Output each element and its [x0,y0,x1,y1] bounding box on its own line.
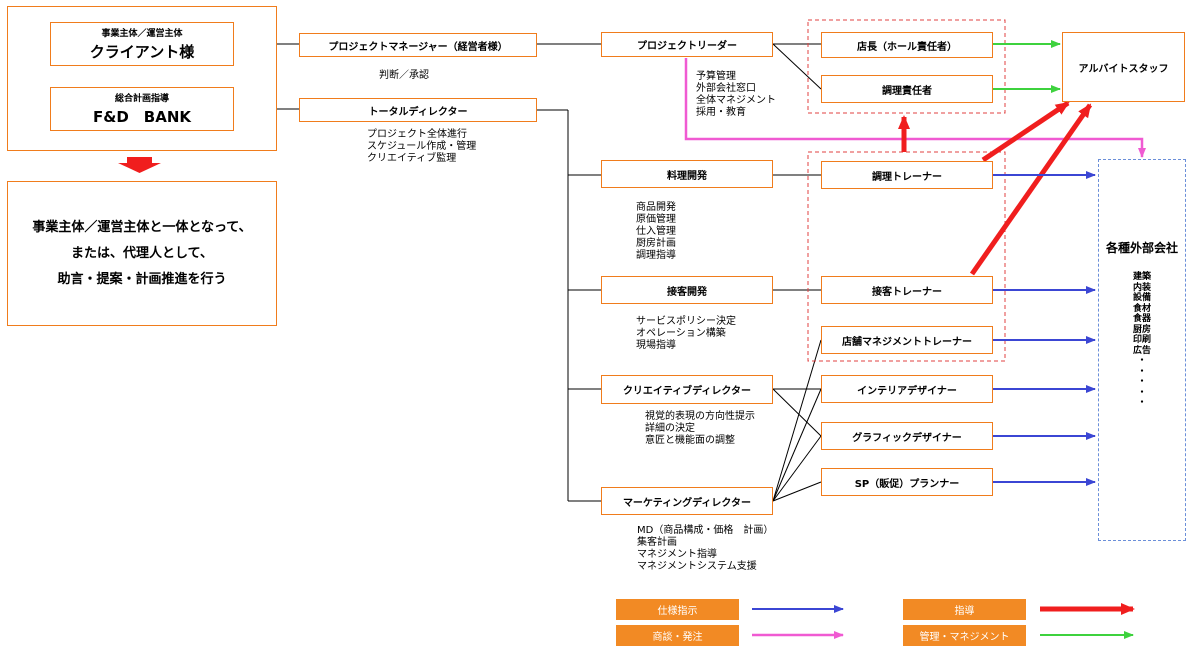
store-manager-box: 店長（ホール責任者） [821,32,993,58]
external-companies-title: 各種外部会社 [1105,241,1178,255]
external-item: 厨房 [1132,324,1151,335]
external-item: ・ [1137,377,1147,387]
store-mgmt-trainer-box: 店舗マネジメントトレーナー [821,326,993,354]
service-dev-note: サービスポリシー決定 オペレーション構築 現場指導 [636,316,736,351]
legend-guidance: 指導 [903,599,1026,620]
external-item: 印刷 [1132,335,1151,345]
external-item: 内装 [1132,282,1151,293]
company-box: 総合計画指導 F&D BANK [50,87,234,131]
mission-line: 助言・提案・計画推進を行う [57,271,227,287]
marketing-director-note: MD（商品構成・価格 計画） 集客計画 マネジメント指導 マネジメントシステム支… [637,525,774,572]
cuisine-dev-box: 料理開発 [601,160,773,188]
graphic-designer-box: グラフィックデザイナー [821,422,993,450]
company-title: F&D BANK [93,108,191,126]
external-item: ・ [1137,366,1147,377]
legend-order: 商談・発注 [616,625,739,646]
service-dev-box: 接客開発 [601,276,773,304]
mission-statement: 事業主体／運営主体と一体となって、 または、代理人として、 助言・提案・計画推進… [7,181,277,326]
creative-director-box: クリエイティブディレクター [601,375,773,404]
total-director-box: トータルディレクター [299,98,537,122]
external-item: ・ [1137,356,1147,366]
cooking-trainer-box: 調理トレーナー [821,161,993,189]
external-companies-box: 各種外部会社 建築 内装 設備 食材 食器 厨房 印刷 広告 ・ ・ ・ ・ ・ [1098,159,1186,541]
marketing-director-box: マーケティングディレクター [601,487,773,515]
legend-spec: 仕様指示 [616,599,739,620]
external-item: 設備 [1132,293,1151,303]
client-box: 事業主体／運営主体 クライアント様 [50,22,234,66]
company-subtitle: 総合計画指導 [114,94,169,104]
external-item: 食器 [1132,314,1151,324]
client-title: クライアント様 [89,43,195,61]
external-item: ・ [1137,398,1147,408]
external-item: ・ [1137,387,1147,398]
project-manager-note: 判断／承認 [379,70,429,81]
project-leader-box: プロジェクトリーダー [601,32,773,57]
external-item: 広告 [1132,345,1151,356]
project-leader-note: 予算管理 外部会社窓口 全体マネジメント 採用・教育 [696,71,776,118]
kitchen-chief-box: 調理責任者 [821,75,993,103]
external-item: 食材 [1132,303,1151,314]
legend-management: 管理・マネジメント [903,625,1026,646]
external-companies-list: 建築 内装 設備 食材 食器 厨房 印刷 広告 ・ ・ ・ ・ ・ [1099,272,1185,409]
external-item: 建築 [1132,272,1151,282]
client-subtitle: 事業主体／運営主体 [101,29,183,39]
part-time-staff-box: アルバイトスタッフ [1062,32,1185,102]
interior-designer-box: インテリアデザイナー [821,375,993,403]
mission-line: 事業主体／運営主体と一体となって、 [32,219,252,235]
creative-director-note: 視覚的表現の方向性提示 詳細の決定 意匠と機能面の調整 [645,411,755,446]
sp-planner-box: SP（販促）プランナー [821,468,993,496]
total-director-note: プロジェクト全体進行 スケジュール作成・管理 クリエイティブ監理 [367,129,477,164]
mission-line: または、代理人として、 [71,245,213,261]
cuisine-dev-note: 商品開発 原価管理 仕入管理 厨房計画 調理指導 [636,202,676,261]
project-manager-box: プロジェクトマネージャー（経営者様） [299,33,537,57]
service-trainer-box: 接客トレーナー [821,276,993,304]
